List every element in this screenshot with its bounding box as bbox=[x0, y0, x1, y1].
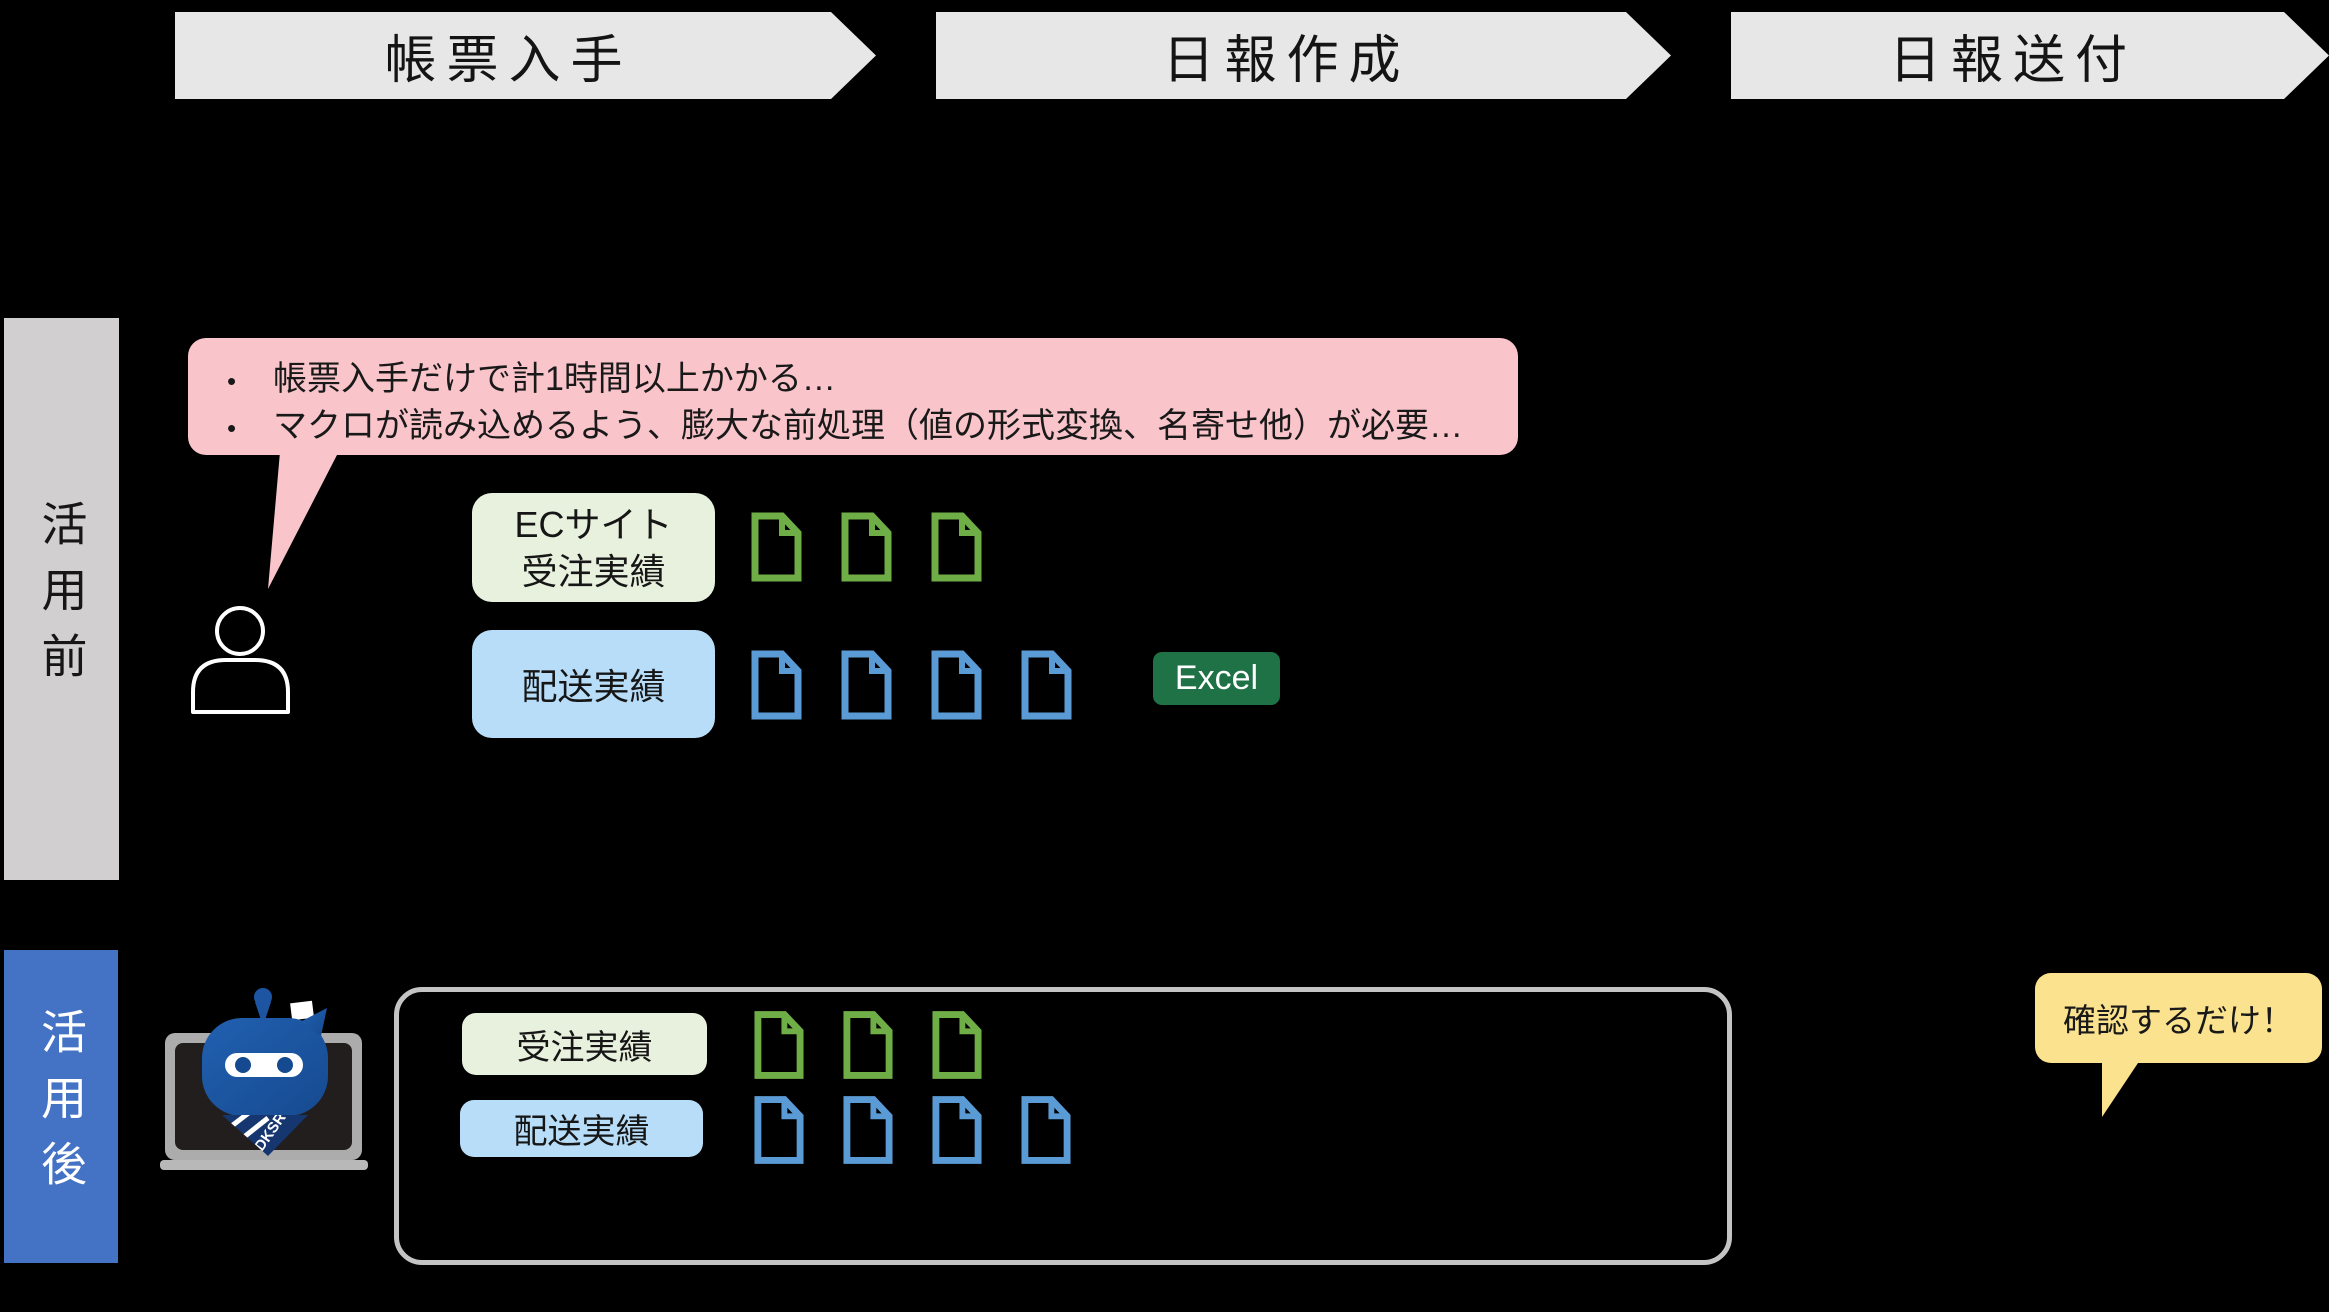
lane-label-before: 活用前 bbox=[4, 318, 119, 880]
lane-label-after: 活用後 bbox=[4, 950, 118, 1263]
stage-arrow-report-creation: 日報作成 bbox=[936, 12, 1671, 99]
document-icon bbox=[843, 1011, 893, 1079]
bullet-icon: • bbox=[227, 413, 237, 443]
document-icon bbox=[843, 1096, 893, 1164]
delivery-label-after-text: 配送実績 bbox=[513, 1113, 650, 1151]
ec-label-line1: ECサイト bbox=[514, 503, 673, 545]
document-icon bbox=[754, 1011, 804, 1079]
confirm-callout-tail bbox=[2102, 1060, 2140, 1117]
lane-label-after-text: 活用後 bbox=[35, 1007, 87, 1206]
stage-arrow-label: 日報作成 bbox=[1162, 32, 1411, 90]
order-documents-before bbox=[750, 512, 983, 582]
stage-arrow-form-acquisition: 帳票入手 bbox=[175, 12, 876, 99]
excel-badge: Excel bbox=[1153, 652, 1280, 705]
ec-order-label-box: ECサイト 受注実績 bbox=[472, 493, 715, 602]
bullet-icon: • bbox=[227, 366, 237, 396]
pain-point-text-2: マクロが読み込めるよう、膨大な前処理（値の形式変換、名寄せ他）が必要… bbox=[273, 407, 1463, 445]
document-icon bbox=[751, 650, 802, 720]
delivery-documents-after bbox=[753, 1095, 1072, 1165]
pain-callout-tail bbox=[268, 453, 338, 589]
robot-laptop-icon: DKSR bbox=[150, 980, 380, 1180]
delivery-label-box-after: 配送実績 bbox=[460, 1100, 703, 1157]
document-icon bbox=[841, 512, 892, 582]
excel-badge-text: Excel bbox=[1174, 659, 1259, 697]
pain-point-line: • マクロが読み込めるよう、膨大な前処理（値の形式変換、名寄せ他）が必要… bbox=[227, 398, 1498, 445]
order-documents-after bbox=[753, 1010, 983, 1080]
document-icon bbox=[931, 650, 982, 720]
lane-label-before-text: 活用前 bbox=[35, 500, 88, 698]
document-icon bbox=[754, 1096, 804, 1164]
delivery-label-box: 配送実績 bbox=[472, 630, 715, 738]
automation-container bbox=[394, 987, 1732, 1265]
pain-point-line: • 帳票入手だけで計1時間以上かかる… bbox=[227, 351, 1498, 398]
confirm-callout: 確認するだけ！ bbox=[2035, 973, 2322, 1063]
ec-label-line2: 受注実績 bbox=[521, 550, 666, 592]
document-icon bbox=[1021, 1096, 1071, 1164]
pain-points-callout: • 帳票入手だけで計1時間以上かかる… • マクロが読み込めるよう、膨大な前処理… bbox=[188, 338, 1518, 455]
document-icon bbox=[932, 1096, 982, 1164]
delivery-documents-before bbox=[750, 650, 1073, 720]
stage-arrow-report-sending: 日報送付 bbox=[1731, 12, 2329, 99]
document-icon bbox=[931, 512, 982, 582]
delivery-label-text: 配送実績 bbox=[521, 666, 666, 707]
document-icon bbox=[932, 1011, 982, 1079]
person-icon bbox=[188, 600, 298, 725]
robot-scarf bbox=[222, 1115, 308, 1156]
pain-point-text-1: 帳票入手だけで計1時間以上かかる… bbox=[273, 360, 836, 398]
order-label-after-text: 受注実績 bbox=[516, 1028, 653, 1067]
stage-arrow-label: 帳票入手 bbox=[384, 32, 633, 90]
order-label-box-after: 受注実績 bbox=[462, 1013, 707, 1075]
document-icon bbox=[1021, 650, 1072, 720]
stage-arrow-label: 日報送付 bbox=[1888, 32, 2137, 90]
confirm-callout-text: 確認するだけ！ bbox=[2063, 1002, 2294, 1039]
document-icon bbox=[751, 512, 802, 582]
document-icon bbox=[841, 650, 892, 720]
